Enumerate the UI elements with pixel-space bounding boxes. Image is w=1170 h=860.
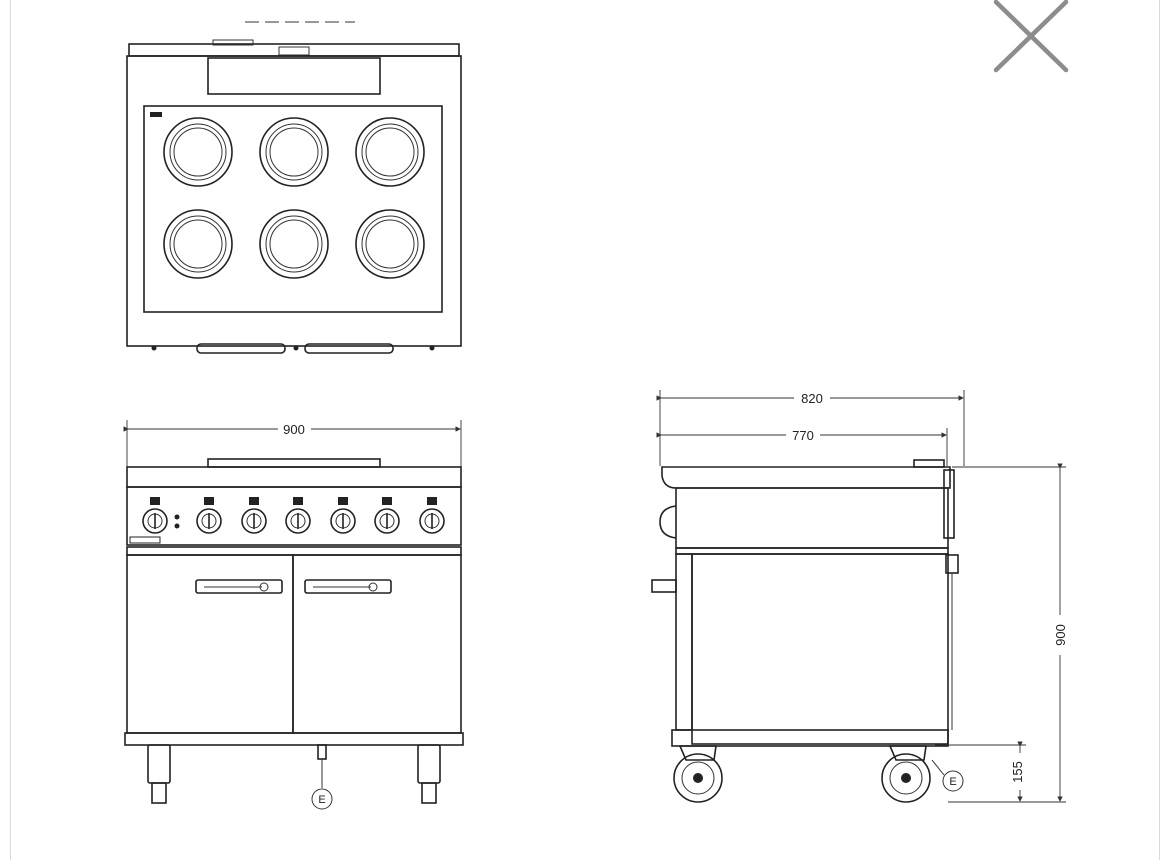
- close-x-icon: [993, 0, 1069, 73]
- hotplate-rear-left: [163, 117, 233, 187]
- earth-connection-side: E: [931, 759, 964, 792]
- top-view-body: [126, 55, 462, 347]
- control-knobs: [142, 497, 445, 534]
- front-view-door-right: [292, 554, 462, 734]
- top-view-rail-tab: [212, 39, 254, 46]
- side-view-knob: [659, 505, 677, 539]
- frame-border-right: [1159, 0, 1160, 860]
- front-view-door-header: [126, 546, 462, 556]
- door-handle-right: [304, 579, 392, 594]
- indicator-lights: [174, 514, 180, 529]
- dimension-front-width: 900: [123, 420, 462, 470]
- side-view-door-handle: [651, 579, 677, 593]
- dimension-side-depth-overall: 820: [656, 390, 965, 466]
- dim-leg-height-text: 155: [1010, 761, 1025, 783]
- side-view-door-edge: [675, 553, 693, 731]
- side-view-panel-trim: [675, 547, 949, 555]
- control-knob-1: [142, 497, 168, 534]
- side-view-rear-flue: [943, 469, 955, 539]
- top-view-brand-mark: [150, 112, 162, 117]
- front-view-hob-top: [126, 466, 462, 488]
- control-knob-4: [285, 497, 311, 534]
- front-view-splash-top: [207, 458, 381, 468]
- caster-front: [673, 745, 723, 803]
- control-knob-5: [330, 497, 356, 534]
- side-view-base: [671, 729, 949, 747]
- top-view: [126, 21, 462, 354]
- front-view-legs: [147, 744, 441, 804]
- door-handle-left: [195, 579, 283, 594]
- top-view-hob-plate: [143, 105, 443, 313]
- dim-side-height-text: 900: [1053, 624, 1068, 646]
- top-view-back-rail: [128, 43, 460, 57]
- control-knob-3: [241, 497, 267, 534]
- hotplates: [163, 117, 425, 279]
- control-knob-6: [374, 497, 400, 534]
- hotplate-front-right: [355, 209, 425, 279]
- side-view-splash: [913, 459, 945, 468]
- hotplate-front-center: [259, 209, 329, 279]
- dim-front-width-text: 900: [283, 422, 305, 437]
- front-view: 900: [123, 420, 464, 810]
- earth-label-front: E: [318, 794, 325, 806]
- frame-border-left: [10, 0, 11, 860]
- control-knob-2: [196, 497, 222, 534]
- front-view-control-panel: [126, 486, 462, 546]
- hotplate-front-left: [163, 209, 233, 279]
- control-knob-7: [419, 497, 445, 534]
- side-view-cabinet: [691, 553, 949, 745]
- side-view: 820 770: [651, 390, 1068, 803]
- top-view-rail-vent: [278, 46, 310, 56]
- dim-side-depth-body-text: 770: [792, 428, 814, 443]
- top-view-splash-panel: [207, 57, 381, 95]
- dimension-side-depth-body: 770: [656, 428, 948, 466]
- side-view-hob-top: [661, 466, 951, 489]
- dim-side-depth-overall-text: 820: [801, 391, 823, 406]
- front-view-base-rail: [124, 732, 464, 746]
- top-view-handles-below: [151, 343, 435, 354]
- earth-connection-front: E: [311, 744, 333, 810]
- front-view-rating-plate: [129, 536, 161, 544]
- hotplate-rear-right: [355, 117, 425, 187]
- dimension-side-height: 900: [948, 463, 1068, 803]
- close-button[interactable]: [984, 0, 1074, 78]
- hotplate-rear-center: [259, 117, 329, 187]
- front-view-door-left: [126, 554, 294, 734]
- dimension-leg-height: 155: [935, 741, 1026, 802]
- side-view-control-section: [675, 487, 949, 549]
- earth-label-side: E: [949, 776, 956, 788]
- caster-rear: [881, 745, 931, 803]
